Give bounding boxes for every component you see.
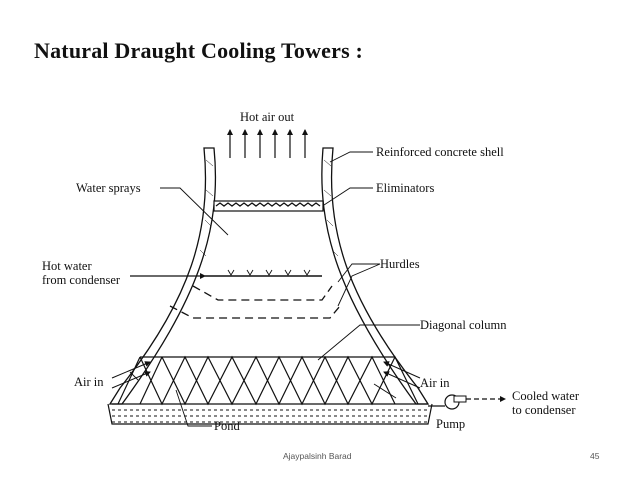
footer-author: Ajaypalsinh Barad: [283, 451, 352, 461]
label-reinforced-concrete-shell: Reinforced concrete shell: [376, 145, 504, 159]
hurdle-lower: [169, 305, 341, 319]
pond-basin: [107, 403, 433, 425]
page-number: 45: [590, 451, 600, 461]
diagonal-columns: [112, 355, 428, 406]
hot-water-pipe: [130, 269, 322, 279]
hurdle-upper: [192, 285, 333, 301]
eliminators-band: [213, 200, 324, 212]
leader-lines: [129, 151, 420, 427]
shell-hatching: [199, 159, 339, 257]
hot-air-arrows: [227, 129, 308, 158]
slide-title: Natural Draught Cooling Towers :: [34, 38, 364, 63]
label-air-in-right: Air in: [420, 376, 450, 390]
hurdles: [169, 285, 341, 319]
label-eliminators: Eliminators: [376, 181, 434, 195]
label-water-sprays: Water sprays: [76, 181, 141, 195]
label-cooled-water: Cooled water: [512, 389, 580, 403]
label-hot-air-out: Hot air out: [240, 110, 295, 124]
label-air-in-left: Air in: [74, 375, 104, 389]
air-in-arrows: [111, 361, 421, 389]
label-pond: Pond: [214, 419, 240, 433]
label-hurdles: Hurdles: [380, 257, 420, 271]
label-diagonal-column: Diagonal column: [420, 318, 507, 332]
pond: [112, 409, 428, 423]
label-pump: Pump: [436, 417, 465, 431]
label-to-condenser: to condenser: [512, 403, 576, 417]
label-from-condenser: from condenser: [42, 273, 121, 287]
label-hot-water: Hot water: [42, 259, 92, 273]
spray-nozzles: [227, 269, 311, 276]
pump: [428, 394, 506, 410]
